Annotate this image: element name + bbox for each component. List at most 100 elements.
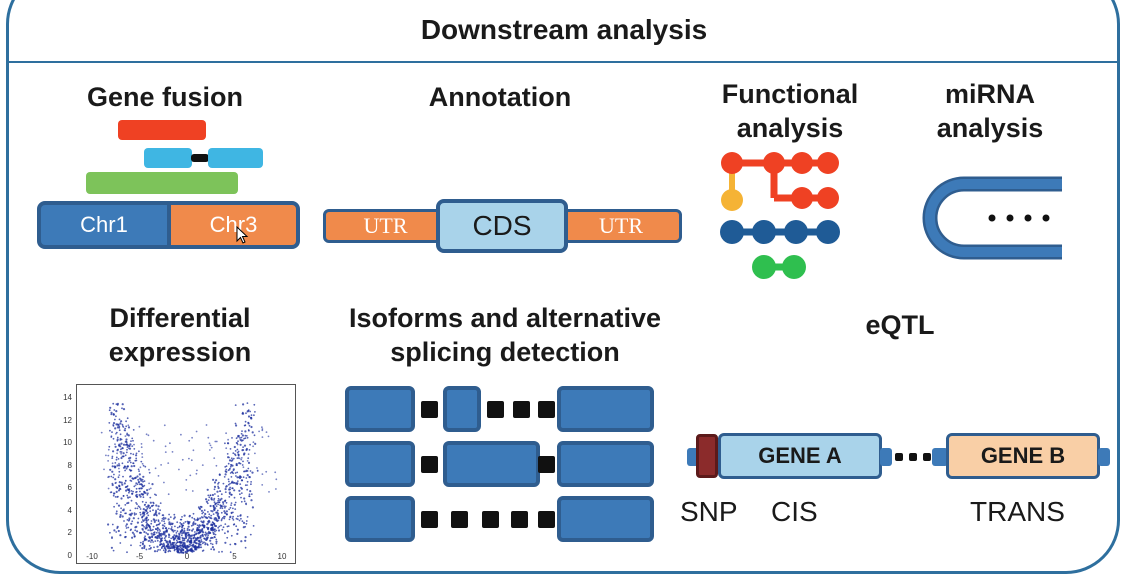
volcano-point bbox=[191, 529, 194, 532]
volcano-point bbox=[232, 457, 235, 460]
volcano-point bbox=[241, 520, 244, 523]
volcano-point bbox=[119, 513, 122, 517]
volcano-point bbox=[161, 543, 164, 546]
volcano-point bbox=[231, 487, 234, 490]
volcano-point bbox=[209, 444, 212, 447]
volcano-point bbox=[176, 530, 179, 533]
volcano-point bbox=[252, 445, 255, 448]
volcano-point bbox=[191, 550, 194, 553]
volcano-point bbox=[131, 477, 134, 480]
volcano-point bbox=[150, 529, 153, 532]
volcano-point bbox=[179, 542, 182, 545]
volcano-point bbox=[228, 456, 231, 459]
volcano-point bbox=[131, 536, 134, 539]
volcano-point bbox=[164, 546, 166, 549]
volcano-point bbox=[194, 522, 197, 525]
volcano-point bbox=[247, 453, 250, 456]
volcano-point bbox=[145, 505, 148, 508]
volcano-point bbox=[225, 468, 228, 471]
volcano-point bbox=[120, 481, 123, 484]
volcano-point bbox=[161, 517, 164, 520]
volcano-point bbox=[217, 499, 220, 502]
volcano-point bbox=[141, 456, 144, 458]
volcano-point bbox=[145, 519, 148, 522]
volcano-point bbox=[229, 506, 232, 509]
volcano-point bbox=[127, 424, 130, 427]
volcano-point bbox=[250, 493, 253, 495]
utr-right: UTR bbox=[560, 209, 682, 243]
volcano-point bbox=[231, 517, 234, 520]
volcano-point bbox=[243, 500, 246, 503]
volcano-point bbox=[121, 483, 124, 486]
volcano-point bbox=[132, 453, 135, 456]
volcano-point bbox=[126, 519, 129, 521]
volcano-point bbox=[179, 546, 182, 549]
volcano-point bbox=[153, 546, 155, 549]
volcano-point bbox=[130, 512, 133, 515]
volcano-point bbox=[238, 457, 241, 460]
volcano-point bbox=[113, 492, 116, 495]
fusion-red-read bbox=[118, 120, 206, 140]
volcano-point bbox=[228, 518, 231, 521]
volcano-point bbox=[142, 475, 145, 478]
volcano-point bbox=[214, 533, 217, 536]
isoform3-gap bbox=[538, 511, 555, 528]
volcano-point bbox=[112, 450, 115, 453]
volcano-point bbox=[115, 512, 118, 515]
volcano-point bbox=[244, 536, 247, 539]
volcano-point bbox=[136, 503, 138, 505]
volcano-point bbox=[219, 507, 222, 509]
volcano-point bbox=[157, 508, 159, 511]
volcano-point bbox=[182, 545, 185, 548]
volcano-point bbox=[118, 470, 121, 473]
volcano-point bbox=[203, 524, 206, 527]
volcano-point bbox=[153, 514, 155, 517]
volcano-point bbox=[149, 507, 151, 510]
volcano-point bbox=[219, 504, 222, 506]
isoform2-exon3 bbox=[557, 441, 654, 487]
volcano-point bbox=[155, 519, 157, 522]
volcano-point bbox=[107, 454, 110, 457]
volcano-point bbox=[117, 448, 119, 451]
volcano-point bbox=[215, 479, 218, 482]
volcano-point bbox=[115, 432, 117, 435]
volcano-point bbox=[145, 521, 148, 524]
volcano-point bbox=[213, 488, 216, 491]
isoform1-gap bbox=[513, 401, 530, 418]
volcano-point bbox=[243, 444, 247, 447]
volcano-point bbox=[196, 469, 198, 472]
volcano-point bbox=[116, 464, 119, 467]
volcano-point bbox=[110, 435, 113, 437]
volcano-point bbox=[250, 499, 253, 502]
volcano-point bbox=[180, 549, 183, 552]
volcano-point bbox=[244, 420, 247, 423]
volcano-point bbox=[121, 407, 123, 410]
volcano-point bbox=[114, 496, 117, 498]
volcano-point bbox=[164, 445, 167, 448]
volcano-point bbox=[137, 505, 140, 508]
volcano-point bbox=[146, 489, 149, 492]
volcano-point bbox=[180, 534, 183, 537]
volcano-point bbox=[157, 519, 160, 521]
volcano-point bbox=[164, 535, 167, 538]
volcano-point bbox=[226, 453, 229, 455]
volcano-point bbox=[145, 532, 148, 534]
volcano-point bbox=[224, 499, 227, 502]
volcano-point bbox=[159, 522, 161, 524]
volcano-point bbox=[211, 524, 214, 527]
volcano-point bbox=[239, 443, 242, 446]
volcano-point bbox=[139, 477, 141, 480]
volcano-point bbox=[144, 503, 146, 506]
volcano-point bbox=[268, 491, 270, 493]
volcano-point bbox=[152, 525, 155, 528]
volcano-point bbox=[245, 503, 248, 506]
volcano-point bbox=[242, 466, 245, 469]
volcano-point bbox=[112, 422, 116, 425]
volcano-point bbox=[150, 541, 152, 543]
volcano-point bbox=[158, 528, 161, 531]
volcano-point bbox=[181, 539, 184, 542]
volcano-point bbox=[256, 470, 259, 472]
volcano-point bbox=[109, 531, 111, 534]
volcano-point bbox=[113, 465, 116, 468]
volcano-point bbox=[164, 530, 167, 533]
